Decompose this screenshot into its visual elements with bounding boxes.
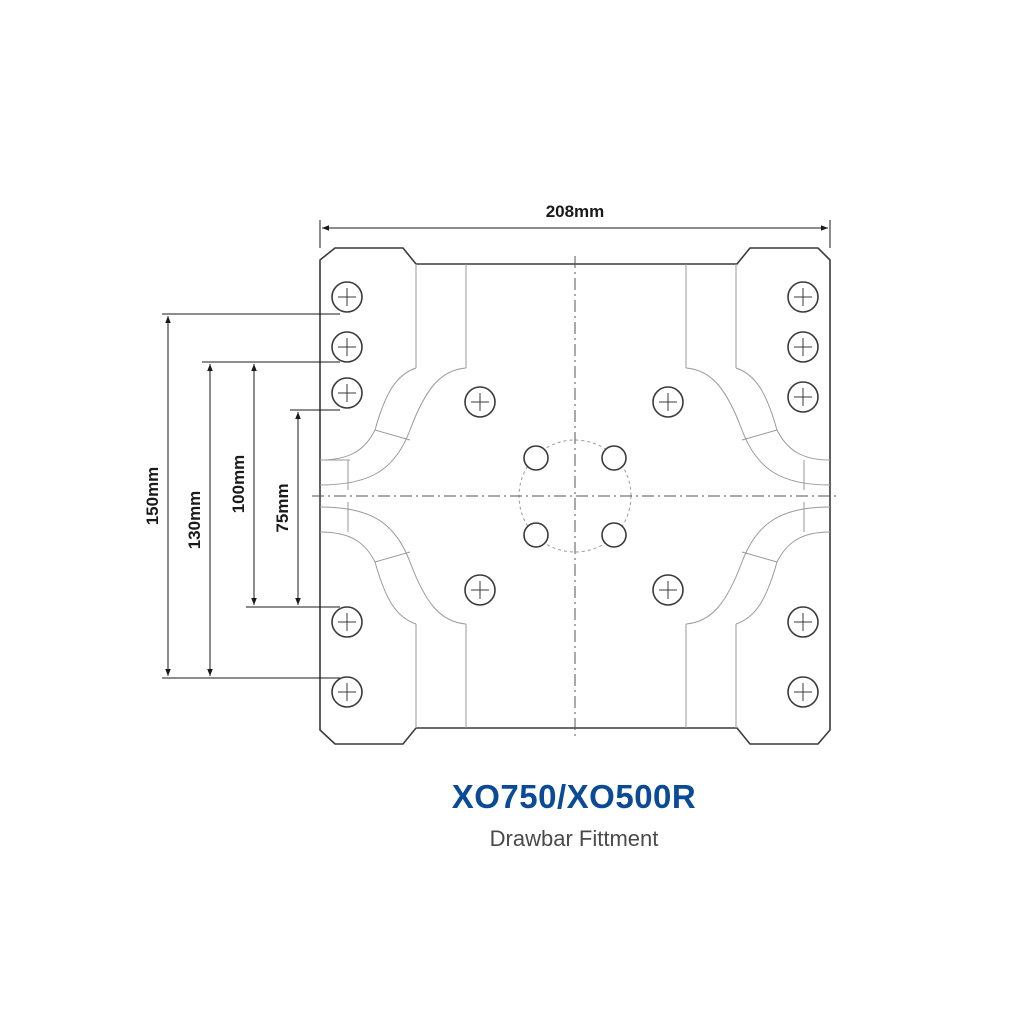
dim-label-150: 150mm xyxy=(143,467,162,526)
dim-label-75: 75mm xyxy=(273,483,292,532)
hole-icon xyxy=(331,331,363,363)
hole-icon xyxy=(652,574,684,606)
hole-icon xyxy=(331,676,363,708)
hole-icon xyxy=(331,606,363,638)
plate-inner-details xyxy=(319,264,831,728)
height-dimensions xyxy=(162,313,340,679)
model-title: XO750/XO500R xyxy=(451,778,697,815)
dim-label-130: 130mm xyxy=(185,491,204,550)
centre-holes xyxy=(523,445,627,548)
hole-icon xyxy=(787,676,819,708)
centre-lines xyxy=(312,256,836,740)
hole-icon xyxy=(464,574,496,606)
hole-icon xyxy=(787,381,819,413)
hole-icon xyxy=(464,386,496,418)
hole-icon xyxy=(652,386,684,418)
hole-icon xyxy=(787,606,819,638)
hole-icon xyxy=(331,377,363,409)
width-label: 208mm xyxy=(546,202,605,221)
model-description: Drawbar Fittment xyxy=(489,826,659,851)
dim-label-100: 100mm xyxy=(229,455,248,514)
hole-icon xyxy=(331,281,363,313)
width-dimension: 208mm xyxy=(319,202,831,248)
hole-icon xyxy=(787,281,819,313)
hole-icon xyxy=(787,331,819,363)
